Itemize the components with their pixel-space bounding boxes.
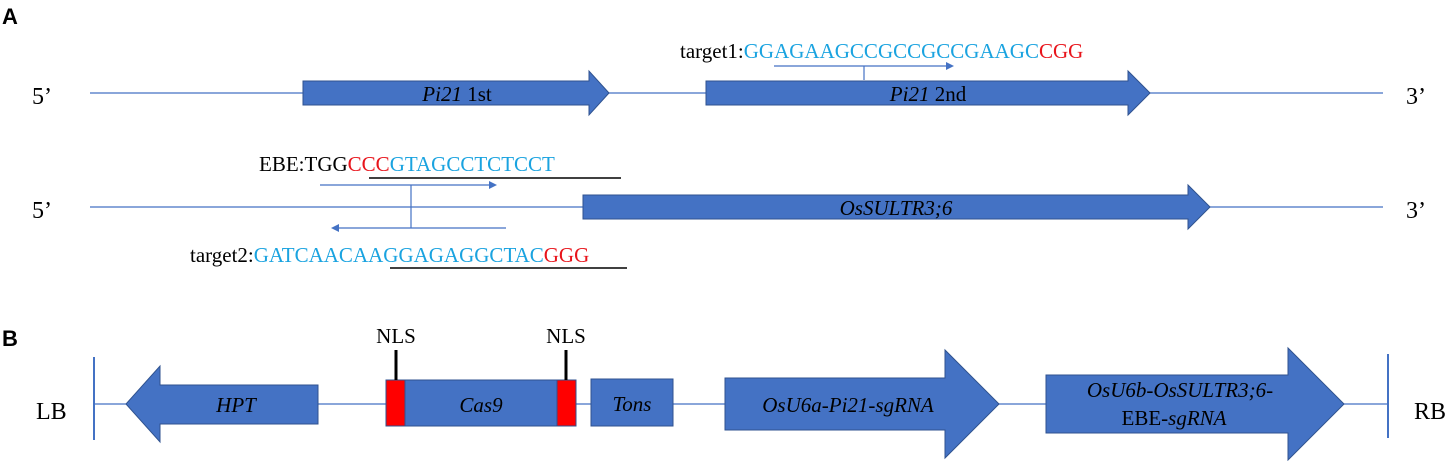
- ebe-sequence: EBE:TGGCCCGTAGCCTCTCCT: [259, 152, 555, 176]
- target2-arrowhead: [331, 224, 339, 232]
- sgrna2-label-line1: OsU6b-OsSULTR3;6-: [1087, 378, 1273, 402]
- row2-three-prime: 3’: [1406, 198, 1426, 224]
- row2-five-prime: 5’: [32, 198, 52, 224]
- pi21-exon1-label: Pi21 1st: [421, 82, 492, 106]
- panel-a-label: A: [2, 4, 18, 29]
- pi21-exon2-label: Pi21 2nd: [889, 82, 967, 106]
- tons-label: Tons: [613, 392, 652, 416]
- nls-label-right: NLS: [546, 324, 586, 348]
- target1-arrowhead: [946, 62, 954, 70]
- ossultr36-gene-arrow: [582, 183, 1211, 231]
- tons-box: [590, 378, 674, 427]
- nls-label-left: NLS: [376, 324, 416, 348]
- sgrna2-label-line2: EBE-sgRNA: [1122, 406, 1227, 430]
- row1-three-prime: 3’: [1406, 84, 1426, 110]
- sgrna1-label: OsU6a-Pi21-sgRNA: [762, 393, 934, 417]
- pi21-exon1-arrow: [302, 69, 610, 117]
- cas9-box: [385, 379, 577, 427]
- lb-label: LB: [36, 399, 67, 425]
- pi21-exon2-arrow: [705, 69, 1151, 117]
- rb-label: RB: [1414, 399, 1446, 425]
- nls-block-right: [556, 379, 577, 427]
- sgrna1-arrow: [724, 348, 1000, 460]
- target2-sequence: target2:GATCAACAAGGAGAGGCTACGGG: [190, 243, 589, 267]
- hpt-label: HPT: [215, 393, 257, 417]
- sgrna2-arrow: [1045, 346, 1345, 461]
- ebe-arrowhead: [489, 181, 497, 189]
- ossultr36-gene-label: OsSULTR3;6: [840, 196, 953, 220]
- cas9-label: Cas9: [459, 393, 503, 417]
- target1-sequence: target1:GGAGAAGCCGCCGCCGAAGCCGG: [680, 39, 1083, 63]
- panel-b-label: B: [2, 326, 18, 351]
- nls-block-left: [385, 379, 406, 427]
- hpt-arrow: [125, 364, 319, 444]
- row1-five-prime: 5’: [32, 84, 52, 110]
